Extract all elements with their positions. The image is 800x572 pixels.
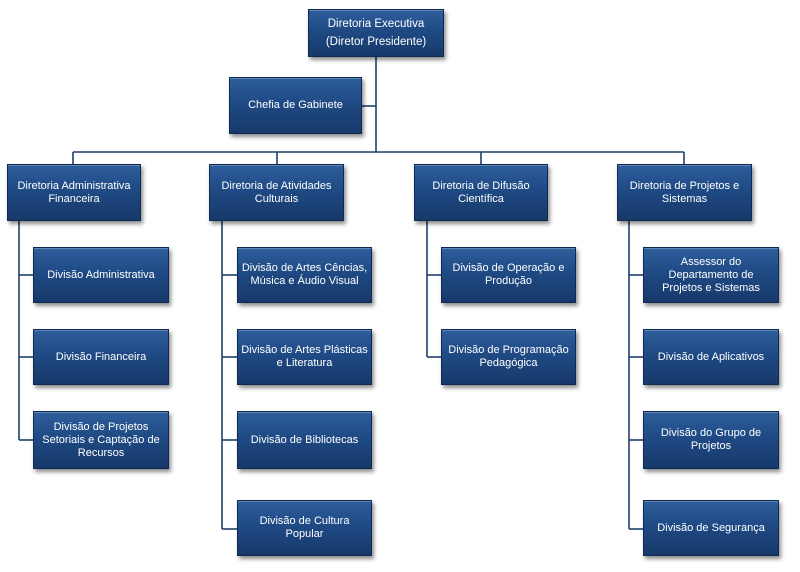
- directorate-label: Diretoria de Atividades Culturais: [221, 179, 332, 205]
- division-label: Divisão de Cultura Popular: [259, 515, 350, 540]
- directorate-box: Diretoria de Atividades Culturais: [209, 164, 344, 221]
- directorate-label: Diretoria de Projetos e Sistemas: [629, 179, 740, 205]
- root-title-line2: (Diretor Presidente): [325, 36, 427, 48]
- division-box: Divisão de Programação Pedagógica: [441, 329, 576, 385]
- directorate-box: Diretoria de Difusão Científica: [414, 164, 548, 221]
- directorate-executive-box: Diretoria Executiva (Diretor Presidente): [308, 9, 444, 57]
- division-label: Divisão de Programação Pedagógica: [448, 344, 569, 369]
- division-label: Divisão de Projetos Setoriais e Captação…: [42, 420, 160, 459]
- division-label: Divisão do Grupo de Projetos: [660, 427, 762, 452]
- division-label: Divisão de Artes Plásticas e Literatura: [241, 344, 368, 369]
- division-box: Divisão de Segurança: [643, 500, 779, 556]
- staff-box: Chefia de Gabinete: [229, 77, 362, 134]
- division-label: Divisão de Segurança: [657, 521, 765, 534]
- division-box: Divisão de Cultura Popular: [237, 500, 372, 556]
- staff-label: Chefia de Gabinete: [248, 99, 343, 111]
- division-box: Assessor do Departamento de Projetos e S…: [643, 247, 779, 303]
- directorate-label: Diretoria de Difusão Científica: [432, 179, 530, 205]
- division-label: Divisão de Artes Cências, Música e Áudio…: [241, 262, 368, 287]
- directorate-box: Diretoria Administrativa Financeira: [7, 164, 141, 221]
- division-box: Divisão de Projetos Setoriais e Captação…: [33, 411, 169, 469]
- division-box: Divisão de Artes Cências, Música e Áudio…: [237, 247, 372, 303]
- division-label: Divisão de Aplicativos: [657, 350, 765, 363]
- division-box: Divisão Administrativa: [33, 247, 169, 303]
- division-label: Divisão Administrativa: [47, 268, 155, 281]
- division-box: Divisão do Grupo de Projetos: [643, 411, 779, 469]
- directorate-box: Diretoria de Projetos e Sistemas: [617, 164, 752, 221]
- division-box: Divisão de Artes Plásticas e Literatura: [237, 329, 372, 385]
- division-label: Divisão de Bibliotecas: [250, 433, 359, 446]
- division-label: Divisão Financeira: [55, 350, 147, 363]
- division-label: Assessor do Departamento de Projetos e S…: [662, 255, 760, 294]
- division-box: Divisão de Aplicativos: [643, 329, 779, 385]
- root-title-line1: Diretoria Executiva: [327, 18, 425, 30]
- directorate-label: Diretoria Administrativa Financeira: [17, 179, 131, 205]
- division-box: Divisão Financeira: [33, 329, 169, 385]
- division-box: Divisão de Operação e Produção: [441, 247, 576, 303]
- division-box: Divisão de Bibliotecas: [237, 411, 372, 469]
- division-label: Divisão de Operação e Produção: [452, 262, 565, 287]
